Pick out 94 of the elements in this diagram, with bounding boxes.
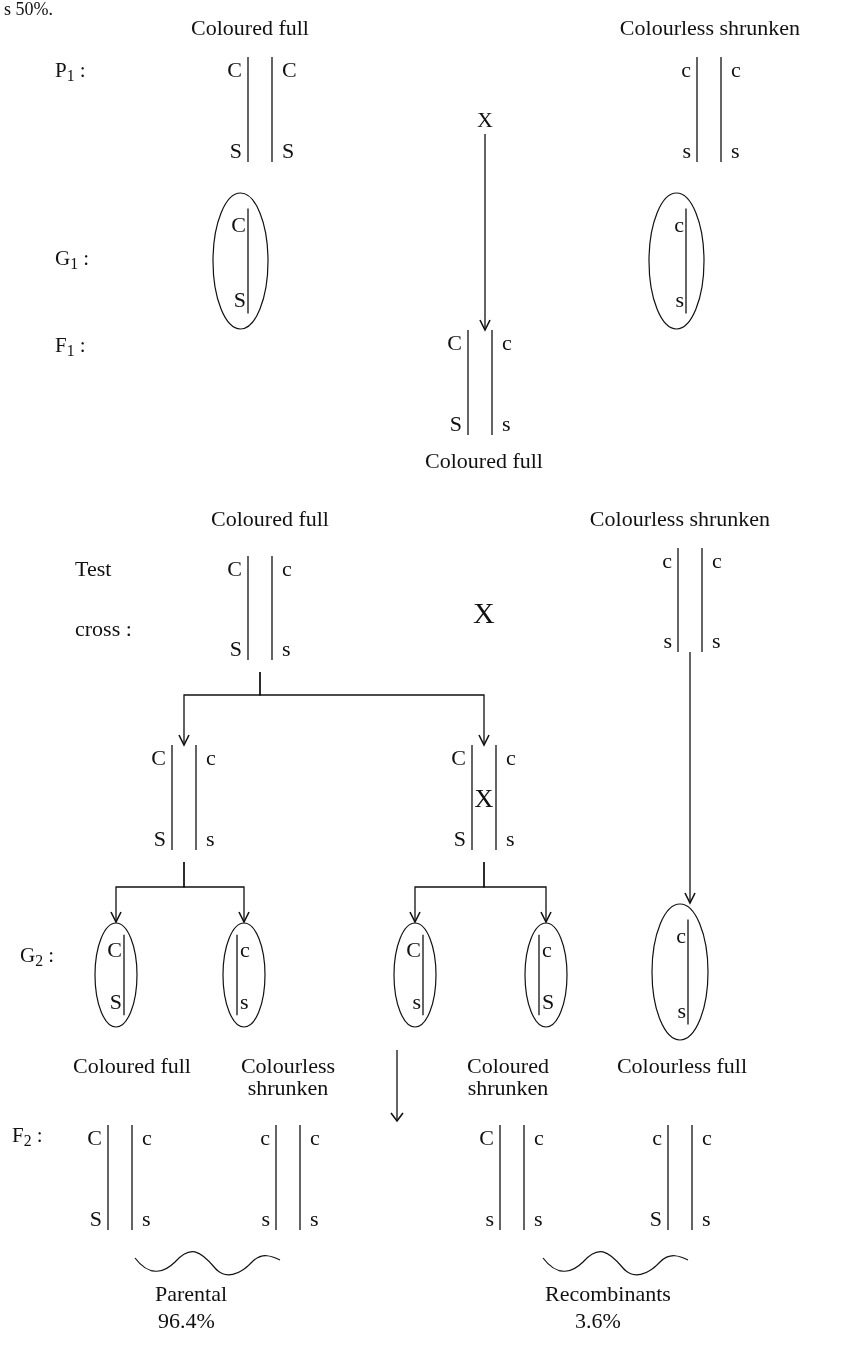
allele-label: c [502,332,512,354]
allele-label: S [233,288,246,311]
gamete-ellipse [393,922,437,1028]
allele-label: s [663,630,672,652]
gamete-ellipse [524,922,568,1028]
arrow [479,133,491,331]
text-label: G$_{1}$ : [55,248,90,269]
allele-label: S [282,140,295,162]
allele-label: s [412,991,421,1014]
text-label: 96.4% [158,1310,215,1332]
allele-label: S [649,1208,662,1230]
allele-label: c [534,1127,544,1149]
text-label: Coloured full [72,1055,192,1077]
allele-label: c [676,925,686,948]
text-label: F$_{2}$ : [12,1125,43,1146]
allele-label: C [447,332,462,354]
allele-label: c [506,747,516,769]
phenotype-label: Colourless shrunken [588,505,772,533]
text-label: Recombinants [545,1283,671,1305]
allele-label: c [674,214,684,237]
arrow [183,861,250,923]
allele-label: C [479,1127,494,1149]
gamete-ellipse [212,192,269,330]
arrow [259,671,490,746]
allele-label: s [282,638,291,660]
gamete-ellipse [651,903,709,1041]
phenotype-label: Colourless shrunken [618,14,802,42]
allele-label: s [261,1208,270,1230]
allele-label: C [227,558,242,580]
arrow [684,651,696,904]
allele-label: c [542,938,552,961]
text-label: Colourless shrunken [239,1055,337,1099]
cross-sign: X [476,106,494,134]
phenotype-label: Coloured full [424,447,544,475]
allele-label: s [731,140,740,162]
allele-label: s [142,1208,151,1230]
allele-label: s [485,1208,494,1230]
allele-label: S [153,828,166,850]
allele-label: S [89,1208,102,1230]
allele-label: S [109,991,122,1014]
allele-label: S [453,828,466,850]
allele-label: c [662,550,672,572]
allele-label: S [449,413,462,435]
allele-label: c [652,1127,662,1149]
allele-label: c [310,1127,320,1149]
arrow [483,861,552,923]
allele-label: S [229,140,242,162]
allele-label: s [310,1208,319,1230]
text-label: s 50%. [4,0,53,18]
phenotype-label: Coloured full [190,14,310,42]
allele-label: s [702,1208,711,1230]
allele-label: s [677,999,686,1022]
allele-label: c [681,59,691,81]
gamete-ellipse [94,922,138,1028]
text-label: 3.6% [575,1310,621,1332]
allele-label: C [87,1127,102,1149]
crossover-mark: X [473,786,495,812]
text-label: Coloured shrunken [466,1055,550,1099]
text-label: Colourless full [615,1055,749,1077]
text-label: cross : [75,618,132,640]
allele-label: c [260,1127,270,1149]
text-label: P$_{1}$ : [55,60,86,81]
allele-label: s [675,288,684,311]
allele-label: s [206,828,215,850]
allele-label: C [406,938,421,961]
allele-label: s [534,1208,543,1230]
allele-label: s [506,828,515,850]
gamete-ellipse [222,922,266,1028]
text-label: F$_{1}$ : [55,335,86,356]
allele-label: C [231,214,246,237]
text-label: Parental [155,1283,228,1305]
allele-label: S [542,991,555,1014]
allele-label: c [731,59,741,81]
allele-label: c [282,558,292,580]
allele-label: C [282,59,297,81]
text-label: Test [75,558,112,580]
allele-label: s [682,140,691,162]
text-label: G$_{2}$ : [20,945,55,966]
text-label: X [473,598,495,628]
allele-label: C [227,59,242,81]
allele-label: C [107,938,122,961]
allele-label: c [142,1127,152,1149]
allele-label: C [451,747,466,769]
phenotype-label: Coloured full [210,505,330,533]
allele-label: c [712,550,722,572]
allele-label: c [240,938,250,961]
allele-label: C [151,747,166,769]
allele-label: s [712,630,721,652]
allele-label: s [240,991,249,1014]
allele-label: c [206,747,216,769]
allele-label: c [702,1127,712,1149]
allele-label: S [229,638,242,660]
gamete-ellipse [648,192,705,330]
allele-label: s [502,413,511,435]
